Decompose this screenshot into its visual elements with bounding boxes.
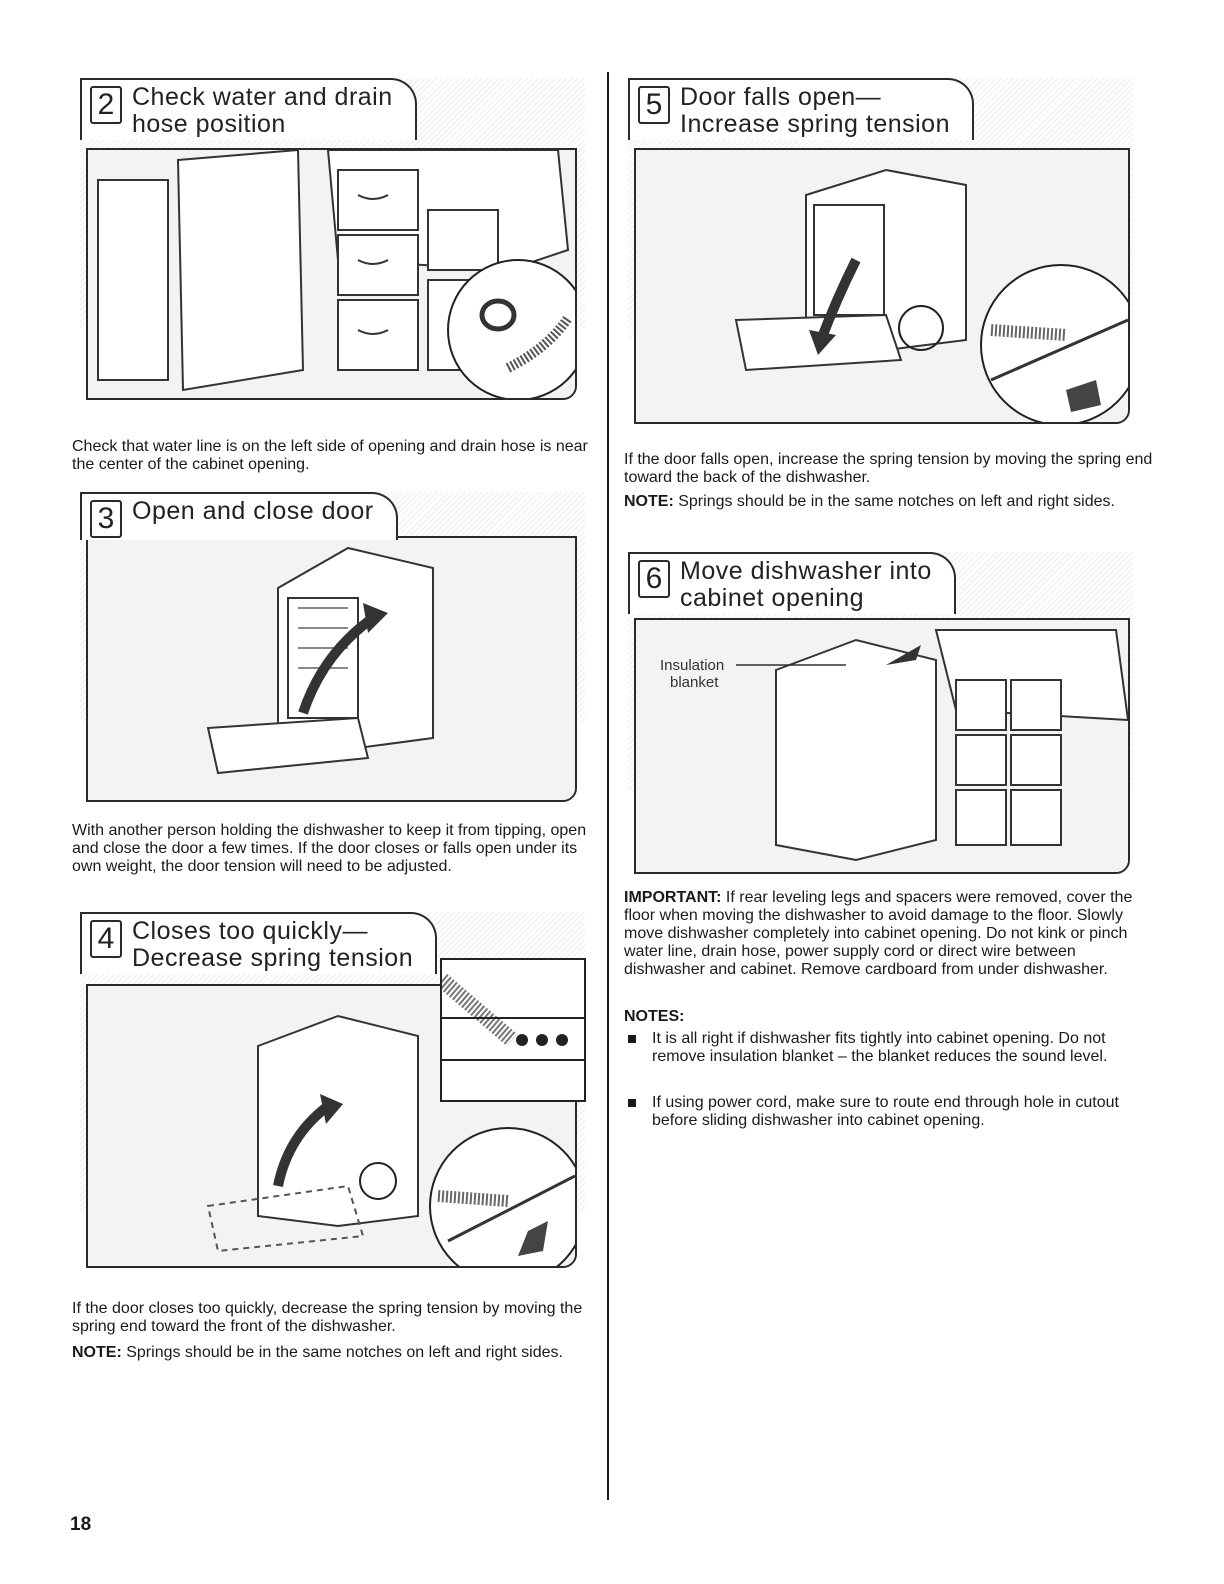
step-4-header: 4 Closes too quickly— Decrease spring te…	[80, 912, 438, 974]
step-3-number: 3	[90, 500, 122, 538]
step-2-header: 2 Check water and drain hose position	[80, 78, 417, 140]
step-3-title: Open and close door	[132, 497, 374, 525]
step-6-notes-heading: NOTES:	[624, 1008, 685, 1025]
step-6-important-label: IMPORTANT:	[624, 889, 722, 906]
step-3: 3 Open and close door	[80, 492, 585, 802]
step-4-number: 4	[90, 920, 122, 958]
step-6: 6 Move dishwasher into cabinet opening I…	[628, 552, 1133, 877]
step-6-illustration: Insulation blanket	[634, 618, 1130, 874]
step-3-illustration	[86, 536, 577, 802]
step-2-number: 2	[90, 86, 122, 124]
column-divider	[607, 72, 609, 1500]
step-6-important: IMPORTANT: If rear leveling legs and spa…	[624, 889, 1154, 979]
step-5-note-text: Springs should be in the same notches on…	[678, 493, 1115, 510]
step-4-spring-inset	[440, 958, 586, 1102]
step-6-header: 6 Move dishwasher into cabinet opening	[628, 552, 956, 614]
step-2-text: Check that water line is on the left sid…	[72, 438, 588, 473]
step-6-important-text: If rear leveling legs and spacers were r…	[624, 889, 1133, 978]
step-5: 5 Door falls open— Increase spring tensi…	[628, 78, 1133, 438]
step-4-note-text: Springs should be in the same notches on…	[126, 1344, 563, 1361]
step-4-note: NOTE: Springs should be in the same notc…	[72, 1344, 592, 1362]
step-5-title: Door falls open— Increase spring tension	[680, 83, 950, 138]
step-5-note-label: NOTE:	[624, 493, 674, 510]
step-5-header: 5 Door falls open— Increase spring tensi…	[628, 78, 974, 140]
step-6-callout-insulation: Insulation	[660, 657, 724, 674]
step-3-text: With another person holding the dishwash…	[72, 822, 587, 875]
step-2-illustration	[86, 148, 577, 400]
step-6-note-item: If using power cord, make sure to route …	[628, 1094, 1148, 1130]
step-4-text: If the door closes too quickly, decrease…	[72, 1300, 583, 1335]
step-6-note-item: It is all right if dishwasher fits tight…	[628, 1030, 1148, 1066]
page-number: 18	[70, 1514, 92, 1535]
step-2: 2 Check water and drain hose position	[80, 78, 585, 403]
step-4-note-label: NOTE:	[72, 1344, 122, 1361]
step-3-header: 3 Open and close door	[80, 492, 398, 540]
step-6-number: 6	[638, 560, 670, 598]
bullet-square	[628, 1035, 636, 1043]
step-6-title: Move dishwasher into cabinet opening	[680, 557, 932, 612]
step-5-illustration	[634, 148, 1130, 424]
step-5-note: NOTE: Springs should be in the same notc…	[624, 493, 1154, 511]
bullet-square	[628, 1099, 636, 1107]
step-6-note-1: It is all right if dishwasher fits tight…	[652, 1030, 1108, 1065]
step-6-callout-blanket: blanket	[670, 674, 719, 691]
step-5-number: 5	[638, 86, 670, 124]
step-2-title: Check water and drain hose position	[132, 83, 393, 138]
step-4-title: Closes too quickly— Decrease spring tens…	[132, 917, 414, 972]
step-5-text: If the door falls open, increase the spr…	[624, 451, 1153, 486]
step-4: 4 Closes too quickly— Decrease spring te…	[80, 912, 586, 1292]
step-6-note-2: If using power cord, make sure to route …	[652, 1094, 1119, 1129]
